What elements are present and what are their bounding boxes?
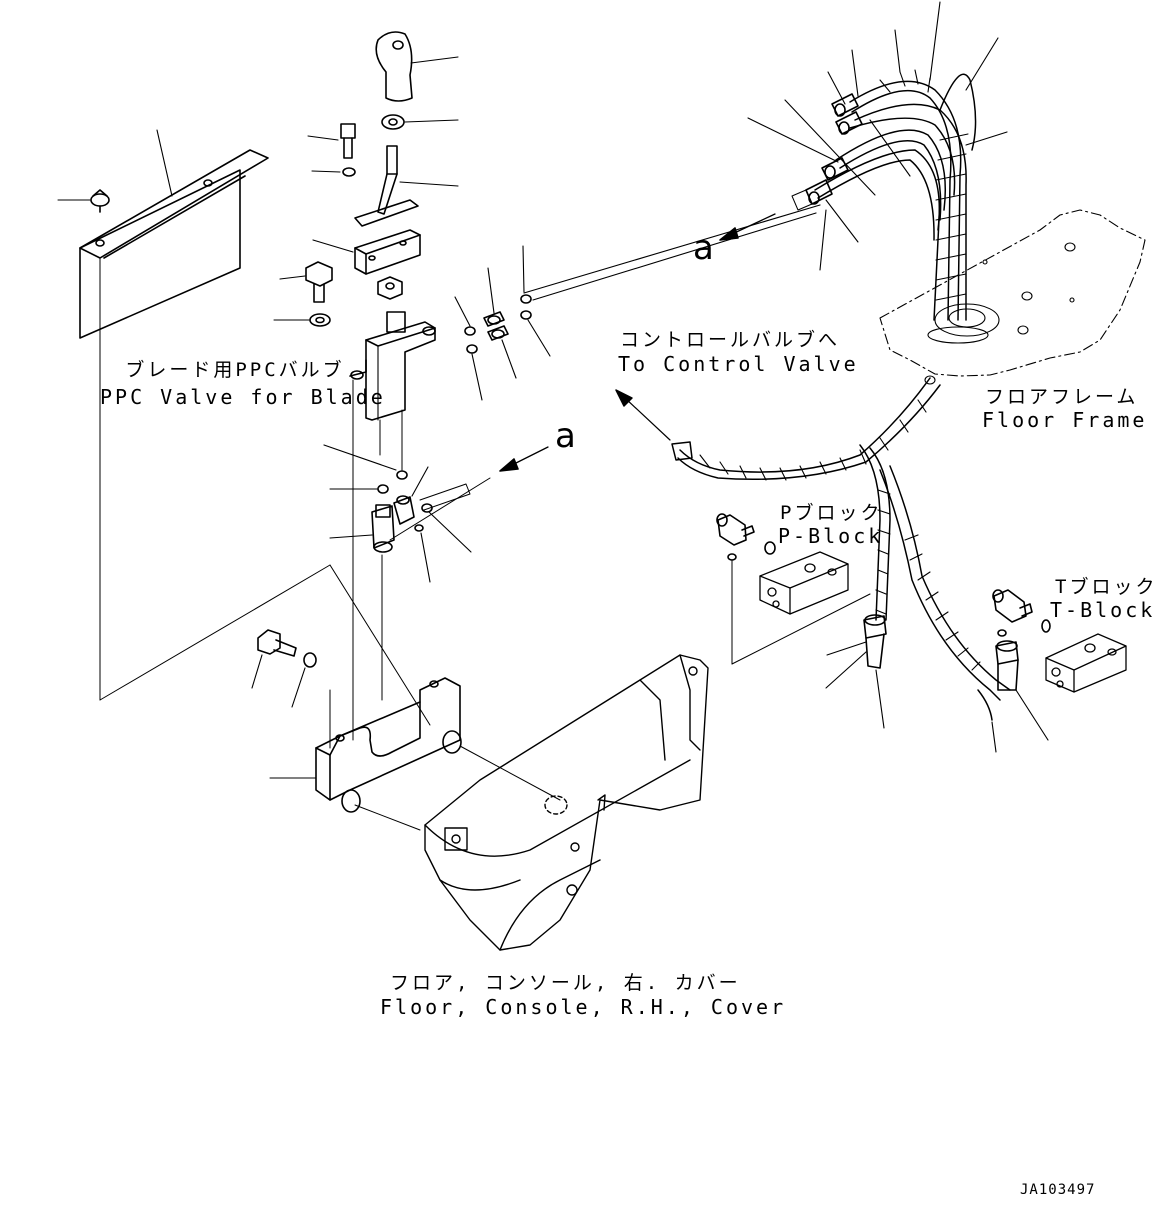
hose-end-fitting-p [826, 615, 886, 728]
control-valve-label-jp: コントロールバルブへ [620, 329, 841, 351]
t-block-label-en: T-Block [1050, 598, 1156, 622]
assembly-guides [100, 565, 560, 830]
hose-leaders-upper [748, 2, 1007, 270]
p-block-fitting [717, 514, 870, 664]
view-arrow-lower [500, 447, 548, 471]
hex-bolt [280, 262, 332, 302]
lower-fittings [324, 445, 490, 700]
hose-fittings-upper [792, 94, 862, 210]
bracket-bolt [252, 630, 296, 688]
floor-frame [880, 210, 1145, 384]
console-cover-label-en: Floor, Console, R.H., Cover [380, 995, 787, 1019]
hex-nut [378, 277, 402, 299]
floor-frame-label-jp: フロアフレーム [985, 386, 1139, 408]
bolt-washer [274, 314, 330, 326]
view-arrow-upper [720, 214, 775, 240]
t-block-label-jp: Tブロック [1055, 576, 1158, 598]
ppc-valve-label-en: PPC Valve for Blade [100, 385, 386, 409]
p-block-label-jp: Pブロック [780, 502, 883, 524]
cover-plate [80, 150, 268, 700]
p-block-label-en: P-Block [778, 524, 884, 548]
view-marker-lower: a [555, 416, 576, 456]
small-washer [312, 168, 355, 176]
hose-bundle [815, 70, 976, 320]
elbow-fittings-upper [484, 268, 516, 378]
console-cover [425, 655, 708, 950]
t-block [1046, 634, 1126, 692]
hose-end-fitting-t [992, 641, 1048, 752]
drawing-code: JA103497 [1020, 1182, 1096, 1198]
small-bolt [308, 124, 355, 158]
hoses-to-blocks [860, 445, 1010, 720]
view-marker-upper: a [693, 228, 714, 268]
ppc-valve-body [350, 312, 435, 740]
hose-to-control-valve [616, 378, 940, 480]
t-block-fitting [993, 590, 1050, 636]
ppc-valve-label-jp: ブレード用PPCバルブ [125, 359, 345, 381]
p-block [760, 552, 848, 614]
return-line-2 [533, 213, 816, 300]
control-valve-label-en: To Control Valve [618, 352, 859, 376]
floor-frame-label-en: Floor Frame [982, 408, 1148, 432]
o-rings-upper [455, 246, 550, 400]
lock-nut [382, 115, 458, 129]
spacer-block [313, 230, 420, 274]
lever-knob [376, 32, 458, 101]
mounting-bracket [270, 678, 461, 812]
lever-rod [355, 146, 458, 226]
bracket-washer [292, 653, 316, 707]
console-cover-label-jp: フロア, コンソール, 右. カバー [390, 972, 741, 994]
leader-plate [157, 130, 172, 196]
return-line [524, 205, 820, 293]
plate-screw [58, 190, 109, 212]
